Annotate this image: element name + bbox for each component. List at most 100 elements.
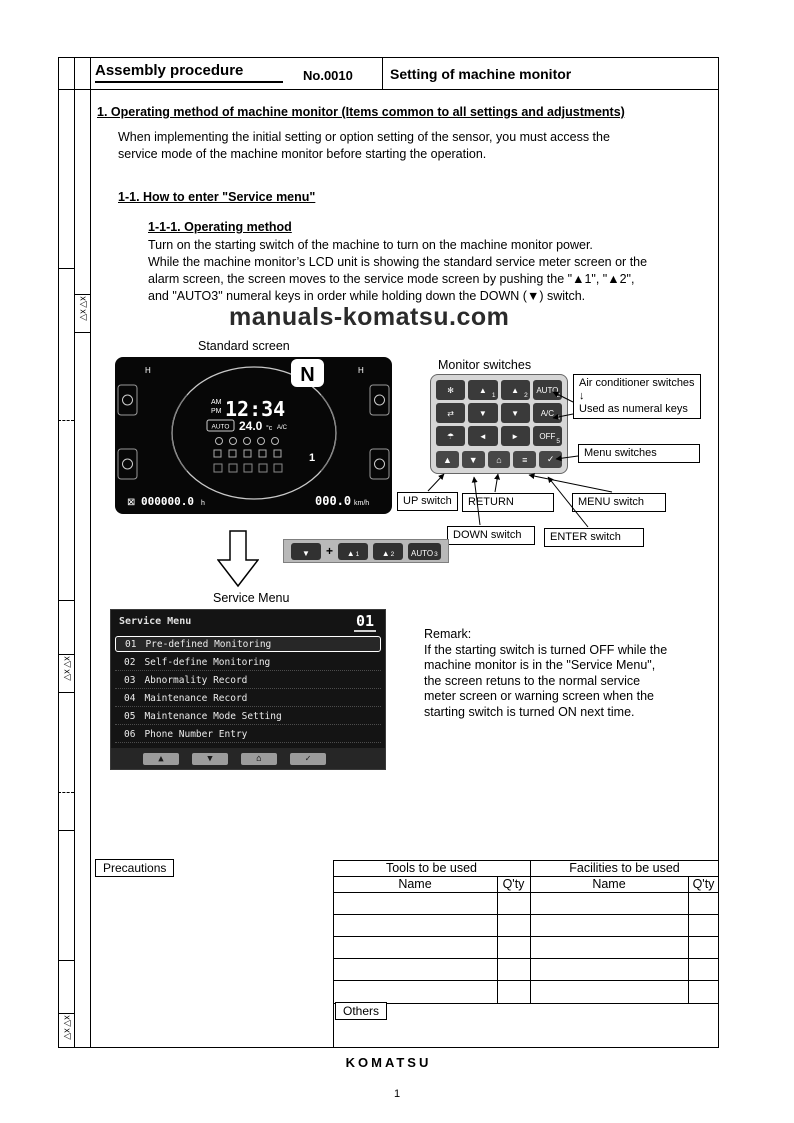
warning-icon-5 (273, 449, 282, 458)
registration-glyph: △x (77, 296, 88, 308)
section-1-body: When implementing the initial setting or… (118, 129, 610, 163)
menu-item-number: 02 (124, 657, 136, 668)
speed-unit: km/h (354, 500, 369, 507)
table-line (497, 876, 498, 1003)
margin-rule-1 (74, 57, 75, 1048)
return-switch-key: ⌂ (487, 451, 511, 468)
menu-item-number: 03 (124, 675, 136, 686)
key-1-number: 1 (355, 550, 360, 558)
caution-icon-3 (243, 463, 253, 473)
numeral-key-2: ▲2 (500, 380, 530, 400)
caution-icon-1 (213, 463, 223, 473)
home-icon: ⌂ (241, 752, 277, 765)
menu-item-number: 06 (124, 729, 136, 740)
registration-glyph: △x (61, 1015, 72, 1027)
header-separator (58, 89, 719, 90)
registration-glyph: △x (61, 1028, 72, 1040)
header-divider (382, 57, 383, 89)
remark-line-3: the screen retuns to the normal service (424, 673, 641, 688)
key-1-icon: ▲1 (338, 542, 369, 560)
operating-method-line-2: While the machine monitor’s LCD unit is … (148, 255, 648, 269)
document-number: No.0010 (303, 68, 353, 83)
table-line (333, 876, 719, 877)
menu-switch-row: ▲ ▼ ⌂ ≡ ✓ (436, 451, 562, 468)
right-upper-switch-icon (369, 384, 390, 416)
warning-icon-1 (213, 449, 222, 458)
tools-qty-header: Q'ty (502, 877, 525, 891)
key-number-3: 3 (556, 392, 560, 399)
menu-item-number: 04 (124, 693, 136, 704)
menu-switches-callout: Menu switches (578, 444, 700, 463)
komatsu-logo: KOMATSU (345, 1055, 432, 1070)
menu-icon: ≡ (522, 454, 528, 465)
table-line (333, 1003, 719, 1004)
temperature-display: 24.0 (239, 419, 263, 433)
left-lower-indicator-icon (122, 458, 133, 470)
menu-item-label: Maintenance Mode Setting (144, 711, 282, 722)
operating-method-body: Turn on the starting switch of the machi… (148, 237, 647, 305)
facilities-qty-header: Q'ty (692, 877, 715, 891)
menu-item-number: 05 (124, 711, 136, 722)
down-switch-key: ▼ (461, 451, 485, 468)
numeral-key-1: ▲1 (468, 380, 498, 400)
down-switch-callout: DOWN switch (447, 526, 535, 545)
enter-switch-callout: ENTER switch (544, 528, 644, 547)
down-arrow-glyph: ↓ (579, 390, 585, 402)
service-menu-toolbar: ▲ ▼ ⌂ ✓ (111, 748, 385, 769)
table-line (333, 958, 719, 959)
tools-header: Tools to be used (385, 861, 478, 875)
tools-name-header: Name (398, 877, 432, 891)
margin-tick-dashed (58, 420, 74, 421)
table-line (530, 860, 531, 1003)
screen-number-indicator: 1 (309, 452, 315, 464)
up-arrow-icon: ▲ (381, 548, 390, 558)
up-switch-key: ▲ (436, 451, 459, 468)
registration-glyph: △x (77, 309, 88, 321)
vent-left-key: ◄ (468, 426, 498, 446)
machine-monitor-illustration: H H N AM PM 12:34 AUTO 24.0 °c A/C 1 ⊠ 0… (115, 357, 392, 514)
margin-tick (74, 332, 90, 333)
margin-tick (58, 830, 74, 831)
page-border (58, 57, 719, 1048)
check-icon: ✓ (290, 752, 326, 765)
fan-down-key: ▼ (500, 403, 530, 423)
menu-item-label: Pre-defined Monitoring (145, 638, 272, 650)
fan-icon: ✻ (436, 380, 466, 400)
hourmeter-icon: ⊠ (127, 497, 135, 508)
caution-icon-5 (273, 463, 283, 473)
check-icon: ✓ (546, 454, 555, 464)
menu-item-4: 04 Maintenance Record (115, 691, 381, 707)
right-lower-indicator-icon (374, 458, 385, 470)
home-icon: ⌂ (496, 454, 502, 465)
pm-label: PM (211, 408, 222, 415)
up-switch-callout: UP switch (397, 492, 458, 511)
registration-mark: △x △x (59, 1015, 74, 1040)
key-number-5: 5 (556, 438, 560, 445)
up-arrow-icon: ▲ (478, 385, 487, 395)
service-meter-unit: h (201, 500, 205, 507)
section-1-1-1-heading: 1-1-1. Operating method (148, 220, 292, 234)
up-arrow-icon: ▲ (143, 752, 179, 765)
left-lower-switch-icon (117, 448, 138, 480)
clock-display: 12:34 (225, 397, 285, 421)
registration-mark: △x △x (59, 656, 74, 680)
ac-key-label: A/C (540, 408, 555, 418)
menu-item-3: 03 Abnormality Record (115, 673, 381, 689)
auto-key-label: AUTO (536, 385, 559, 395)
margin-tick (74, 294, 90, 295)
section-1-heading: 1. Operating method of machine monitor (… (97, 105, 625, 119)
down-arrow-icon: ▼ (478, 408, 487, 418)
menu-item-label: Self-define Monitoring (144, 657, 271, 668)
ac-label: A/C (277, 425, 288, 431)
status-icon-5 (271, 437, 279, 445)
table-line (333, 936, 719, 937)
margin-tick (58, 654, 74, 655)
left-upper-indicator-icon (122, 394, 133, 406)
table-line (333, 892, 719, 893)
